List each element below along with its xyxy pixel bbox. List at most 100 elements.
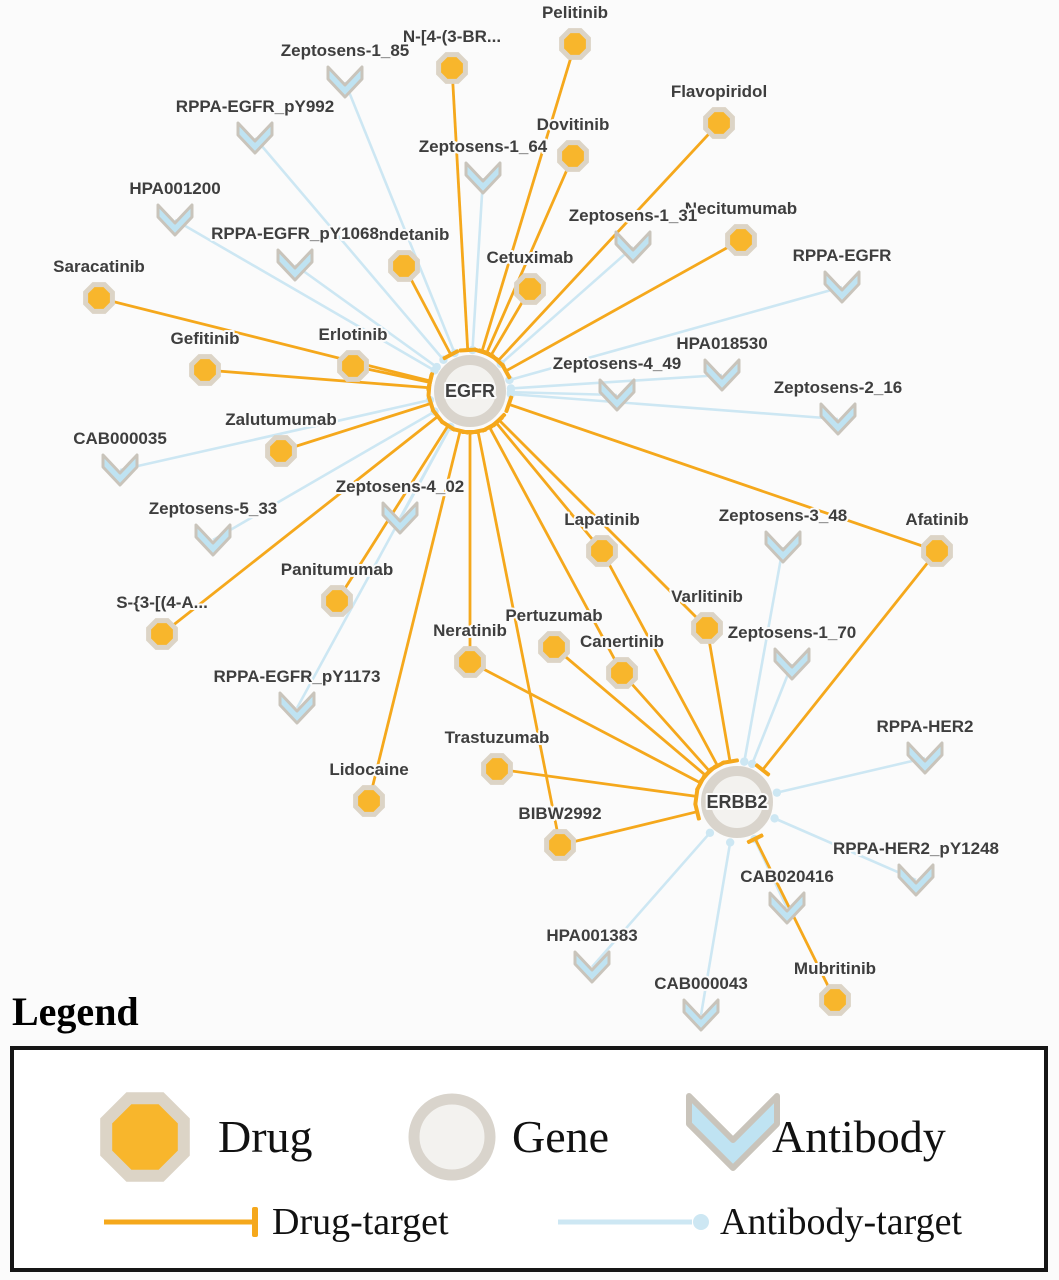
node-zeptosens-2-16[interactable]: Zeptosens-2_16 <box>772 376 904 436</box>
node-label-zalutumumab: Zalutumumab <box>225 410 336 429</box>
node-label-lapatinib: Lapatinib <box>564 510 640 529</box>
node-s-3-4-a[interactable]: S-{3-[(4-A... <box>114 591 210 650</box>
gene-label-erbb2: ERBB2 <box>706 792 767 812</box>
legend-gene-label: Gene <box>512 1111 610 1162</box>
edge-drug-target-gefitinib-egfr <box>204 368 432 397</box>
node-necitumumab[interactable]: Necitumumab <box>683 197 799 256</box>
antibody-chevron-shape <box>686 1093 780 1171</box>
gene-circle-shape <box>408 1093 496 1181</box>
node-trastuzumab[interactable]: Trastuzumab <box>443 726 551 785</box>
legend-antibody-label: Antibody <box>772 1111 946 1162</box>
node-label-hpa001200: HPA001200 <box>129 179 220 198</box>
node-label-zeptosens-4-49: Zeptosens-4_49 <box>553 354 682 373</box>
node-label-zeptosens-1-70: Zeptosens-1_70 <box>728 623 857 642</box>
edge-antibody-target-hpa018530-egfr <box>506 373 723 393</box>
node-zeptosens-1-64[interactable]: Zeptosens-1_64 <box>417 135 550 195</box>
node-zalutumumab[interactable]: Zalutumumab <box>223 408 339 467</box>
node-zeptosens-1-70[interactable]: Zeptosens-1_70 <box>726 621 858 681</box>
node-rppa-her2-py1248[interactable]: RPPA-HER2_pY1248 <box>831 837 1001 897</box>
node-varlitinib[interactable]: Varlitinib <box>669 585 745 644</box>
node-cetuximab[interactable]: Cetuximab <box>485 246 575 305</box>
node-pertuzumab[interactable]: Pertuzumab <box>503 604 605 663</box>
node-label-rppa-egfr-py992: RPPA-EGFR_pY992 <box>176 97 334 116</box>
node-egfr[interactable]: EGFR <box>434 355 506 427</box>
node-label-neratinib: Neratinib <box>433 621 507 640</box>
node-label-rppa-her2-py1248: RPPA-HER2_pY1248 <box>833 839 999 858</box>
node-afatinib[interactable]: Afatinib <box>903 508 971 567</box>
edge-drug-target-neratinib-erbb2 <box>469 660 707 792</box>
node-zeptosens-3-48[interactable]: Zeptosens-3_48 <box>717 504 849 564</box>
node-erbb2[interactable]: ERBB2 <box>701 766 773 838</box>
node-lidocaine[interactable]: Lidocaine <box>327 758 411 817</box>
node-rppa-her2[interactable]: RPPA-HER2 <box>875 715 975 775</box>
node-panitumumab[interactable]: Panitumumab <box>279 558 395 617</box>
edges-layer <box>98 43 939 1016</box>
node-zeptosens-1-31[interactable]: Zeptosens-1_31 <box>567 204 699 264</box>
edge-drug-target-varlitinib-erbb2 <box>705 627 740 765</box>
node-cab000043[interactable]: CAB000043 <box>652 972 750 1032</box>
node-zeptosens-1-85[interactable]: Zeptosens-1_85 <box>279 39 411 99</box>
node-vandetanib[interactable]: Vandetanib <box>357 223 451 282</box>
legend-drug-target-label: Drug-target <box>272 1201 449 1243</box>
node-rppa-egfr-py992[interactable]: RPPA-EGFR_pY992 <box>174 95 336 155</box>
edge-antibody-target-zeptosens-1-85-egfr <box>343 81 459 358</box>
node-cab000035[interactable]: CAB000035 <box>71 427 169 487</box>
edge-drug-target-mubritinib-erbb2 <box>746 833 837 1001</box>
node-dovitinib[interactable]: Dovitinib <box>535 113 611 172</box>
node-label-varlitinib: Varlitinib <box>671 587 743 606</box>
node-zeptosens-4-49[interactable]: Zeptosens-4_49 <box>551 352 683 412</box>
node-bibw2992[interactable]: BIBW2992 <box>516 802 604 861</box>
edge-antibody-target-cab000035-egfr <box>119 395 435 472</box>
node-pelitinib[interactable]: Pelitinib <box>540 1 610 60</box>
node-rppa-egfr-py1068[interactable]: RPPA-EGFR_pY1068 <box>209 222 381 282</box>
node-label-rppa-egfr-py1173: RPPA-EGFR_pY1173 <box>214 667 381 686</box>
edge-antibody-target-zeptosens-1-31-egfr <box>496 246 634 369</box>
node-label-necitumumab: Necitumumab <box>685 199 797 218</box>
node-n-4-3-br[interactable]: N-[4-(3-BR... <box>401 25 503 84</box>
edge-antibody-target-rppa-her2-py1248-erbb2 <box>770 814 917 882</box>
edge-antibody-target-zeptosens-1-70-erbb2 <box>747 663 794 769</box>
edge-drug-target-s-3-4-a-egfr <box>161 408 445 636</box>
node-zeptosens-4-02[interactable]: Zeptosens-4_02 <box>334 475 466 535</box>
node-erlotinib[interactable]: Erlotinib <box>317 323 389 382</box>
node-flavopiridol[interactable]: Flavopiridol <box>669 80 769 139</box>
drug-target-tee <box>252 1207 258 1237</box>
node-hpa018530[interactable]: HPA018530 <box>674 332 770 392</box>
node-mubritinib[interactable]: Mubritinib <box>792 957 878 1016</box>
node-cab020416[interactable]: CAB020416 <box>738 865 836 925</box>
node-label-n-4-3-br: N-[4-(3-BR... <box>403 27 501 46</box>
edge-antibody-target-hpa001200-egfr <box>174 218 439 375</box>
drug-target-edge-icon <box>104 1207 258 1237</box>
node-label-rppa-egfr-py1068: RPPA-EGFR_pY1068 <box>211 224 379 243</box>
drug-octagon-shape <box>100 1092 190 1182</box>
node-label-zeptosens-5-33: Zeptosens-5_33 <box>149 499 278 518</box>
edge-antibody-target-rppa-her2-erbb2 <box>772 756 926 797</box>
node-label-zeptosens-1-31: Zeptosens-1_31 <box>569 206 698 225</box>
edge-drug-target-lidocaine-egfr <box>367 427 470 802</box>
node-label-canertinib: Canertinib <box>580 632 664 651</box>
node-canertinib[interactable]: Canertinib <box>578 630 666 689</box>
node-rppa-egfr[interactable]: RPPA-EGFR <box>791 244 893 304</box>
node-label-cetuximab: Cetuximab <box>487 248 574 267</box>
node-gefitinib[interactable]: Gefitinib <box>169 327 241 386</box>
node-hpa001383[interactable]: HPA001383 <box>544 924 640 984</box>
legend-drug-label: Drug <box>218 1111 313 1162</box>
node-rppa-egfr-py1173[interactable]: RPPA-EGFR_pY1173 <box>212 665 382 725</box>
node-neratinib[interactable]: Neratinib <box>431 619 509 678</box>
edge-drug-target-lapatinib-erbb2 <box>600 550 726 772</box>
node-label-pertuzumab: Pertuzumab <box>505 606 602 625</box>
node-zeptosens-5-33[interactable]: Zeptosens-5_33 <box>147 497 279 557</box>
node-hpa001200[interactable]: HPA001200 <box>127 177 223 237</box>
edge-antibody-target-zeptosens-4-49-egfr <box>506 387 618 397</box>
edge-drug-target-saracatinib-egfr <box>98 296 435 390</box>
node-saracatinib[interactable]: Saracatinib <box>51 255 147 314</box>
edge-antibody-target-zeptosens-3-48-erbb2 <box>740 546 785 766</box>
node-label-pelitinib: Pelitinib <box>542 3 608 22</box>
node-label-rppa-egfr: RPPA-EGFR <box>793 246 892 265</box>
node-lapatinib[interactable]: Lapatinib <box>562 508 642 567</box>
edge-drug-target-dovitinib-egfr <box>477 155 575 359</box>
node-label-cab020416: CAB020416 <box>740 867 834 886</box>
edge-drug-target-afatinib-erbb2 <box>754 550 939 777</box>
